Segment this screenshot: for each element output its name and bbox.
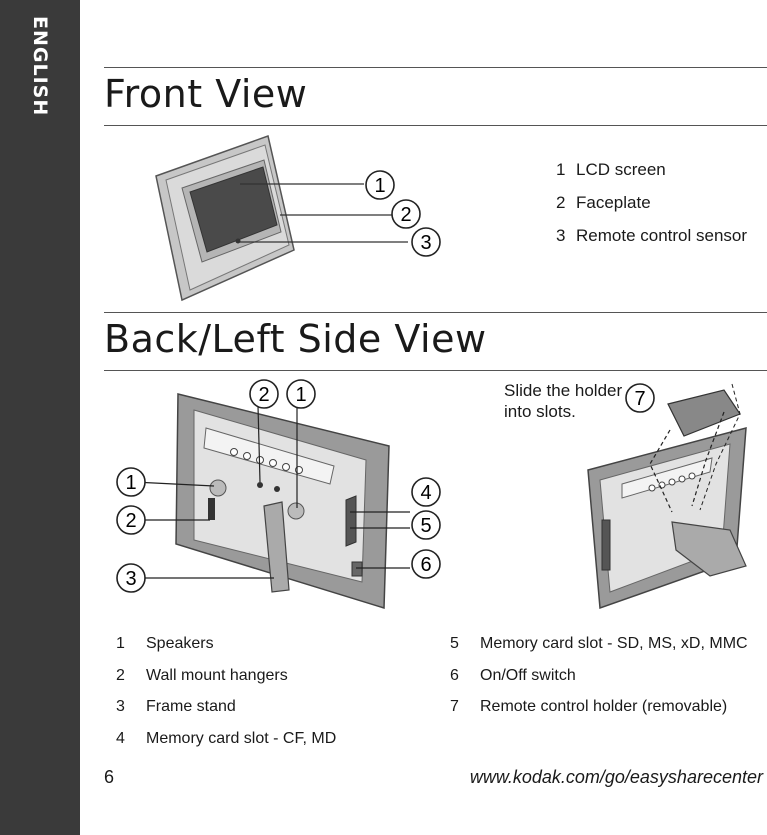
memory-card-slot-cf <box>345 495 357 547</box>
legend-number: 1 <box>556 160 566 179</box>
back-legend-item: 5 Memory card slot - SD, MS, xD, MMC <box>450 634 748 666</box>
legend-label: Wall mount hangers <box>146 666 288 684</box>
legend-label: On/Off switch <box>480 666 576 684</box>
remote-sensor <box>235 238 241 244</box>
on-off-switch <box>351 561 363 577</box>
angled-stand <box>671 521 747 577</box>
back-view-illustration: 2 1 1 2 3 4 5 6 <box>116 379 441 610</box>
back-view-rule <box>104 370 767 371</box>
back-view-legend-left: 1 Speakers 2 Wall mount hangers 3 Frame sta… <box>116 634 336 761</box>
legend-label: Remote control holder (removable) <box>480 698 728 716</box>
svg-text:3: 3 <box>125 568 136 590</box>
angled-button-strip <box>621 457 713 499</box>
front-view-legend: 1 LCD screen 2 Faceplate 3 Remote control s… <box>556 158 747 257</box>
legend-number: 7 <box>450 698 459 716</box>
callout-back-right-6: 6 <box>411 549 441 579</box>
back-legend-item: 1 Speakers <box>116 634 336 666</box>
legend-number: 1 <box>116 635 125 652</box>
front-legend-item: 2 Faceplate <box>556 191 747 224</box>
frame-stand <box>263 501 290 593</box>
slide-note-line: into slots. <box>504 402 576 421</box>
legend-number: 3 <box>556 226 566 245</box>
svg-text:5: 5 <box>420 515 431 537</box>
callout-back-left-3: 3 <box>116 563 146 593</box>
legend-number: 6 <box>450 666 459 684</box>
svg-text:2: 2 <box>258 384 269 406</box>
back-view-legend-right: 5 Memory card slot - SD, MS, xD, MMC 6 On/… <box>450 634 748 729</box>
svg-text:1: 1 <box>125 472 136 494</box>
top-rule <box>104 67 767 68</box>
legend-label: Memory card slot - SD, MS, xD, MMC <box>480 635 748 652</box>
speaker-right <box>287 502 305 520</box>
hanger-right <box>274 486 280 492</box>
callout-back-right-5: 5 <box>411 510 441 540</box>
back-view-top-rule <box>104 312 767 313</box>
front-view-illustration <box>155 135 408 302</box>
front-legend-item: 3 Remote control sensor <box>556 224 747 257</box>
svg-text:3: 3 <box>420 232 431 254</box>
legend-number: 4 <box>116 730 125 748</box>
callout-front-3: 3 <box>411 227 441 257</box>
legend-label: Frame stand <box>146 698 236 716</box>
legend-label: Remote control sensor <box>576 226 748 245</box>
side-slot <box>208 498 215 520</box>
footer-url-link[interactable]: www.kodak.com/go/easysharecenter <box>469 767 763 787</box>
hanger-left <box>257 482 263 488</box>
legend-number: 2 <box>116 666 125 684</box>
back-view-heading: Back/Left Side View <box>104 317 487 361</box>
legend-label: Faceplate <box>576 193 651 212</box>
svg-text:2: 2 <box>125 510 136 532</box>
language-sidebar: ENGLISH <box>0 0 80 835</box>
callout-holder-7: 7 <box>625 383 655 413</box>
svg-text:2: 2 <box>400 204 411 226</box>
svg-text:6: 6 <box>420 554 431 576</box>
page-number: 6 <box>104 767 115 787</box>
legend-number: 2 <box>556 193 566 212</box>
front-legend-item: 1 LCD screen <box>556 158 747 191</box>
front-callouts: 1 2 3 <box>365 170 441 257</box>
svg-text:4: 4 <box>420 482 431 504</box>
back-legend-item: 4 Memory card slot - CF, MD <box>116 729 336 761</box>
legend-number: 3 <box>116 698 125 716</box>
legend-label: Speakers <box>146 635 214 652</box>
back-legend-item: 3 Frame stand <box>116 697 336 729</box>
speaker-left <box>209 479 227 497</box>
back-legend-item: 2 Wall mount hangers <box>116 666 336 698</box>
front-view-heading: Front View <box>104 72 308 116</box>
lcd-screen <box>189 166 278 253</box>
callout-back-left-1: 1 <box>116 467 146 497</box>
callout-back-right-4: 4 <box>411 477 441 507</box>
callout-back-top-1: 1 <box>286 379 316 409</box>
slide-note-line: Slide the holder <box>504 381 623 400</box>
callout-back-top-2: 2 <box>249 379 279 409</box>
holder-illustration: 7 <box>587 383 747 610</box>
callout-back-left-2: 2 <box>116 505 146 535</box>
svg-text:1: 1 <box>374 175 385 197</box>
legend-number: 5 <box>450 635 459 652</box>
back-legend-item: 7 Remote control holder (removable) <box>450 697 748 729</box>
svg-text:7: 7 <box>634 388 645 410</box>
callout-front-1: 1 <box>365 170 395 200</box>
legend-label: Memory card slot - CF, MD <box>146 730 337 748</box>
legend-label: LCD screen <box>576 160 666 179</box>
front-view-rule <box>104 125 767 126</box>
angled-side-slots <box>601 519 611 571</box>
slide-holder-note: Slide the holder into slots. <box>504 380 634 422</box>
callout-front-2: 2 <box>391 199 421 229</box>
language-label: ENGLISH <box>29 16 51 117</box>
back-legend-item: 6 On/Off switch <box>450 666 748 698</box>
remote-control-holder <box>667 389 741 437</box>
svg-text:1: 1 <box>295 384 306 406</box>
